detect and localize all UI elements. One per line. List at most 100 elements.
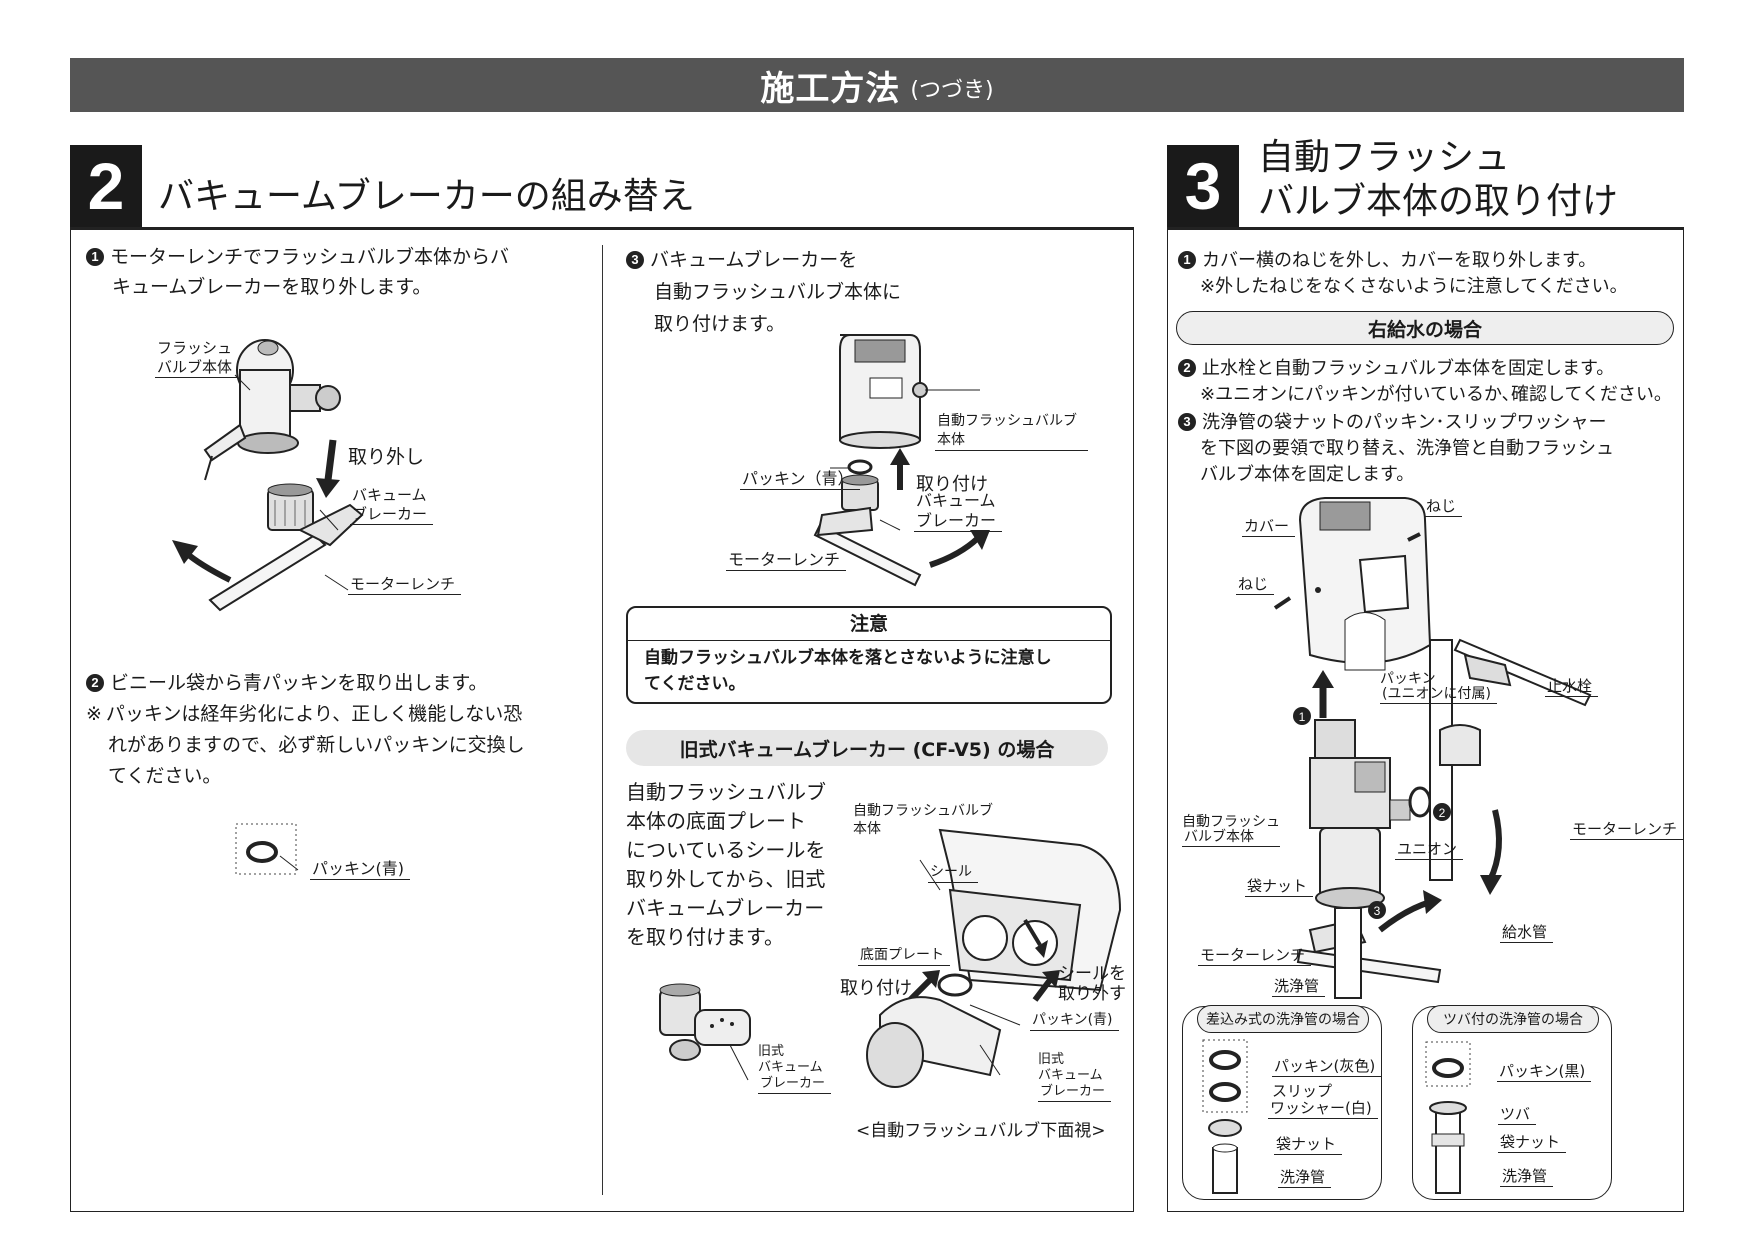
screw-label-b: ねじ (1236, 575, 1275, 595)
valve-installation-diagram: 1 2 3 (1273, 497, 1592, 999)
section-2-title: バキュームブレーカーの組み替え (158, 176, 695, 217)
caution-text: 自動フラッシュバルブ本体を落とさないように注意し てください。 (628, 641, 1110, 701)
old-remove-label: シールを 取り外す (1058, 964, 1126, 1004)
insert-packing-label: パッキン(灰色) (1272, 1057, 1382, 1077)
blue-packing-diagram (235, 823, 299, 875)
flange-type-parts-diagram (1425, 1041, 1471, 1194)
step-number: 2 (1178, 359, 1196, 377)
section-3-title-1: 自動フラッシュ (1258, 137, 1511, 178)
old-remove-line-2: 取り外す (1058, 984, 1126, 1004)
packing-union-label: パッキン (ユニオンに付属) (1380, 672, 1497, 704)
s2-step3-line3: 取り付けます。 (654, 313, 786, 335)
s3-step2-line1: 止水栓と自動フラッシュバルブ本体を固定します。 (1202, 358, 1615, 379)
old-seal-label: シール (928, 863, 978, 883)
old-vb-right-3: ブレーカー (1038, 1084, 1112, 1102)
old-packing-label: パッキン(青) (1030, 1011, 1119, 1031)
vacuum-breaker-removal-diagram (172, 339, 364, 612)
wrench-right-label: モーターレンチ (1570, 820, 1684, 840)
old-body-label-2: 本体 (853, 821, 881, 837)
step-number: 1 (1178, 251, 1196, 269)
flange-pipe-label: 洗浄管 (1500, 1167, 1554, 1187)
s2-note: ※パッキンは経年劣化により、正しく機能しない恐 れがありますので、必ず新しいパッ… (86, 699, 606, 792)
insert-type-title: 差込み式の洗浄管の場合 (1197, 1005, 1369, 1033)
step-number: 3 (1178, 413, 1196, 431)
union-label: ユニオン (1395, 840, 1464, 860)
caution-box: 注意 自動フラッシュバルブ本体を落とさないように注意し てください。 (626, 606, 1112, 704)
s3-step2-line2: ※ユニオンにパッキンが付いているか､確認してください。 (1200, 384, 1672, 405)
note-line-2: れがありますので、必ず新しいパッキンに交換し (108, 734, 525, 756)
flange-nut-label: 袋ナット (1498, 1133, 1567, 1153)
packing-blue-label: パッキン(青) (310, 860, 411, 880)
section-2-frame (70, 227, 1134, 1212)
section-3-frame (1167, 227, 1684, 1212)
old-vb-right-label: 旧式 バキューム ブレーカー (1038, 1052, 1112, 1102)
insert-slip-label: スリップ ワッシャー(白) (1268, 1083, 1378, 1119)
insert-type-box: 差込み式の洗浄管の場合 (1182, 1005, 1382, 1200)
s2-step3-line1: バキュームブレーカーを (650, 249, 858, 271)
flange-label: ツバ (1498, 1105, 1537, 1125)
caution-line-1: 自動フラッシュバルブ本体を落とさないように注意し (644, 648, 1052, 668)
insert-type-parts-diagram (1202, 1039, 1248, 1194)
flush-pipe-label: 洗浄管 (1272, 977, 1326, 997)
step-number: 2 (86, 674, 104, 692)
step-number: 1 (86, 248, 104, 266)
fig3-body-label-1: 自動フラッシュバルブ (937, 413, 1077, 429)
s3-step1-line2: ※外したねじをなくさないように注意してください。 (1200, 276, 1628, 297)
caution-heading: 注意 (628, 608, 1110, 641)
fig3-wrench-label: モーターレンチ (726, 551, 847, 571)
s2-step1: 1 モーターレンチでフラッシュバルブ本体からバ キュームブレーカーを取り外します。 (86, 242, 586, 302)
old-caption: <自動フラッシュバルブ下面視> (856, 1121, 1106, 1141)
flange-type-box: ツバ付の洗浄管の場合 (1412, 1005, 1612, 1200)
s2-step2: 2 ビニール袋から青パッキンを取り出します。 (86, 668, 586, 698)
s2-step1-text2: キュームブレーカーを取り外します。 (112, 276, 432, 298)
note-line-1: パッキンは経年劣化により、正しく機能しない恐 (105, 703, 523, 725)
cover-label: カバー (1242, 517, 1296, 537)
insert-slip-2: ワッシャー(白) (1268, 1100, 1378, 1119)
old-vb-left-3: ブレーカー (758, 1076, 832, 1094)
old-type-heading: 旧式バキュームブレーカー (CF-V5) の場合 (626, 730, 1108, 766)
packing-union-1: パッキン (1380, 671, 1436, 687)
fig1-wrench-label: モーターレンチ (348, 575, 462, 595)
section-3-title-2: バルブ本体の取り付け (1258, 181, 1619, 222)
supply-pipe-label: 給水管 (1500, 923, 1554, 943)
old-type-line-1: 自動フラッシュバルブ (626, 780, 826, 804)
insert-nut-label: 袋ナット (1274, 1135, 1343, 1155)
wrench-left-label: モーターレンチ (1198, 946, 1312, 966)
flange-packing-label: パッキン(黒) (1497, 1062, 1592, 1082)
fig1-vb-label-2: ブレーカー (350, 505, 434, 525)
fig3-packing-label: パッキン（青） (740, 470, 860, 490)
packing-union-2: (ユニオンに付属) (1380, 687, 1497, 704)
fig3-vb-label-1: バキューム (916, 491, 996, 510)
old-vb-left-label: 旧式 バキューム ブレーカー (758, 1044, 832, 1094)
body-label-1: 自動フラッシュ (1182, 814, 1280, 830)
page-subtitle: (つづき) (910, 78, 994, 103)
fig3-body-label-2: 本体 (935, 431, 1088, 451)
insert-slip-1: スリップ (1272, 1082, 1333, 1100)
flange-type-title: ツバ付の洗浄管の場合 (1427, 1005, 1599, 1033)
vacuum-breaker-attach-diagram (813, 334, 990, 587)
section-2-number: 2 (70, 145, 142, 227)
old-remove-line-1: シールを (1058, 964, 1126, 984)
s2-step1-text: モーターレンチでフラッシュバルブ本体からバ (110, 246, 510, 268)
section-3-title: 自動フラッシュ バルブ本体の取り付け (1258, 136, 1618, 224)
fig1-valve-label-1: フラッシュ (157, 339, 233, 357)
old-vb-left-1: 旧式 (758, 1044, 785, 1059)
fig1-vb-label-1: バキューム (352, 486, 427, 504)
page-title: 施工方法 (760, 68, 901, 109)
note-mark: ※ (86, 703, 102, 725)
old-vb-right-1: 旧式 (1038, 1052, 1065, 1067)
screw-label-a: ねじ (1424, 497, 1463, 517)
s3-step3-line3: バルブ本体を固定します。 (1200, 464, 1415, 485)
s3-step2: 2 止水栓と自動フラッシュバルブ本体を固定します。 ※ユニオンにパッキンが付いてい… (1178, 356, 1678, 408)
old-vb-left-2: バキューム (758, 1060, 823, 1075)
right-supply-pill: 右給水の場合 (1176, 311, 1674, 345)
marker-2: 2 (1439, 806, 1446, 820)
s2-step2-text: ビニール袋から青パッキンを取り出します。 (110, 672, 488, 694)
old-attach-label: 取り付け (840, 978, 912, 999)
old-type-line-5: バキュームブレーカー (626, 896, 825, 920)
s3-step3-line1: 洗浄管の袋ナットのパッキン･スリップワッシャー (1202, 412, 1607, 433)
fig3-vb-label-2: ブレーカー (914, 512, 1003, 532)
s3-step1-line1: カバー横のねじを外し、カバーを取り外します。 (1202, 250, 1597, 271)
